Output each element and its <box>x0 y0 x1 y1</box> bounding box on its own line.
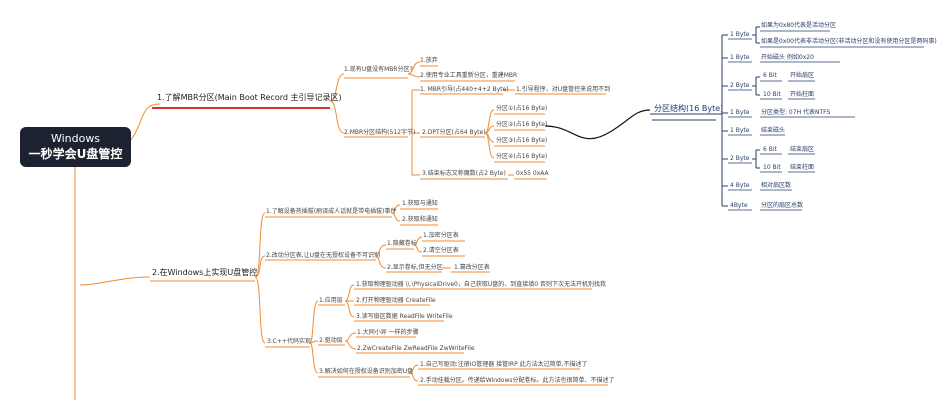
ps-row5-size: 1 Byte <box>730 127 750 134</box>
b1-q1-answer-1: 1.放弃 <box>420 57 438 64</box>
ps-row2-size: 1 Byte <box>730 54 750 61</box>
partition-1: 分区①(占16 Byte) <box>496 105 548 112</box>
ps-row3-bit1: 6 Bit <box>763 72 777 79</box>
ps-row6-bit1: 6 Bit <box>763 146 777 153</box>
ps-row7-size: 4 Byte <box>730 182 750 189</box>
b2-s1-item2: 2.获取和通知 <box>402 216 438 223</box>
partition-2: 分区②(占16 Byte) <box>496 121 548 128</box>
b2-fix-label: 3.解决如何在授权设备识别加密U盘 <box>319 368 414 375</box>
b2-show-item: 1.篡改分区表 <box>454 264 490 271</box>
b2-fix-item1: 1.自己写驱动:注册IO管理器 接管IRP 此方法太过简单,不描述了 <box>420 361 588 368</box>
b1-boot: 1. MBR引导(占440+4+2 Byte) <box>420 86 509 93</box>
branch2-title: 2.在Windows上实现U盘管控 <box>152 268 258 277</box>
b1-end: 3.结束标志又称魔数(占2 Byte) <box>422 170 506 177</box>
ps-row6-text2: 结束柱面 <box>790 164 815 171</box>
b2-hide-item1: 1.加密分区表 <box>423 232 459 239</box>
b2-show-label: 2.显示卷标,但无分区 <box>387 264 443 271</box>
b2-app-item3: 3.读写扇区数据 ReadFile WriteFile <box>356 313 453 320</box>
ps-row3-size: 2 Byte <box>730 82 750 89</box>
ps-row4-size: 1 Byte <box>730 109 750 116</box>
b2-hide-label: 1.隐藏卷标 <box>387 240 417 247</box>
ps-row8-desc: 分区的扇区总数 <box>761 202 804 209</box>
ps-row1-size: 1 Byte <box>730 31 750 38</box>
ps-row6-text1: 结束扇区 <box>790 146 815 153</box>
ps-row6-size: 2 Byte <box>730 155 750 162</box>
root-title-line1: Windows <box>50 132 101 145</box>
ps-row1-sub1: 如果为0x80代表是活动分区 <box>761 22 837 29</box>
ps-row3-text1: 开始扇区 <box>790 72 815 79</box>
b1-q1-label: 1.现有U盘没有MBR分区? <box>344 66 413 73</box>
ps-row4-desc: 分区类型: 07H 代表NTFS <box>761 109 831 116</box>
b2-drv-item2: 2.ZwCreateFile ZwReadFile ZwWriteFile <box>357 345 475 352</box>
partition-4: 分区④(占16 Byte) <box>496 153 548 160</box>
b1-dpt: 2.DPT分区(占64 Byte) <box>422 129 486 136</box>
root-title-line2: 一秒学会U盘管控 <box>28 147 123 161</box>
ps-row3-text2: 开始柱面 <box>790 91 815 98</box>
b2-drv-label: 2.驱动层 <box>319 337 343 344</box>
ps-row8-size: 4Byte <box>730 202 748 209</box>
b1-boot-note: 1.引导程序，对U盘管控来说用不到 <box>516 86 611 93</box>
ps-row3-bit2: 10 Bit <box>763 91 781 98</box>
b2-s1-label: 1.了解设备热插拔(刷译成人话就是带电插拔)事件 <box>266 208 397 215</box>
branch1-title: 1.了解MBR分区(Main Boot Record 主引导记录区) <box>157 93 342 102</box>
b2-s2-label: 2.改动分区表,让U盘在无授权设备不可识别 <box>266 252 381 259</box>
b2-fix-item2: 2.手动挂载分区。传递给Windows分配卷标。此方法也很简单、不描述了 <box>420 377 615 384</box>
b1-end-value: 0x55 0xAA <box>516 170 549 177</box>
b2-app-item1: 1.获取物理驱动器 \\.\PhysicalDrive0，自己获取U盘的、到直接… <box>356 281 606 288</box>
ps-row6-bit2: 10 Bit <box>763 164 781 171</box>
b2-app-item2: 2.打开物理驱动器 CreateFile <box>356 297 436 304</box>
root-node: Windows 一秒学会U盘管控 <box>20 127 131 167</box>
b2-s1-item1: 1.获取与通知 <box>402 200 438 207</box>
partition-3: 分区③(占16 Byte) <box>496 137 548 144</box>
b1-q2-label: 2.MBR分区结构(512字节) <box>344 129 416 136</box>
ps-row2-desc: 开始磁头 例如0x20 <box>761 54 814 61</box>
b2-hide-item2: 2.清空分区表 <box>423 247 459 254</box>
ps-row5-desc: 结束磁头 <box>761 127 786 134</box>
b2-s3-label: 3.C++代码实现 <box>267 338 311 345</box>
b1-q1-answer-2: 2.使用专业工具重新分区，重建MBR <box>420 72 518 79</box>
b2-drv-item1: 1.大同小异 一样的步骤 <box>357 329 419 336</box>
partition-structure-title: 分区结构(16 Byte) <box>654 104 724 113</box>
ps-row1-sub2: 如果是0x00代表非活动分区(非活动分区和没有使用分区是两码事) <box>761 38 937 45</box>
ps-row7-desc: 相对扇区数 <box>761 182 792 189</box>
b2-app-label: 1.应用层 <box>319 297 343 304</box>
